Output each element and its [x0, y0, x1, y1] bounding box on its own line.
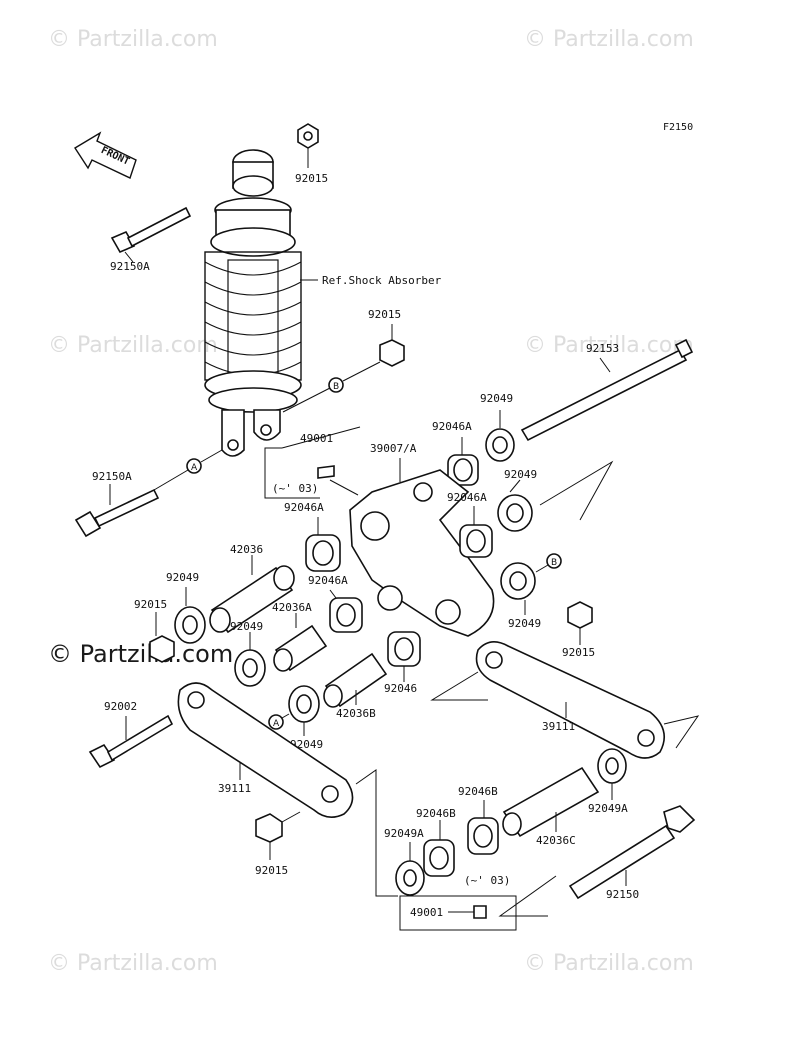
- part-label: 92049: [166, 571, 199, 584]
- part-label: 92046A: [432, 420, 472, 433]
- part-label: 92046A: [447, 491, 487, 504]
- letter-a: A: [191, 463, 198, 473]
- part-label: 92049: [230, 620, 263, 633]
- nut-92015-d: [567, 601, 593, 629]
- part-label: 92046B: [416, 807, 456, 820]
- part-label: 92049A: [384, 827, 424, 840]
- part-label: 92046A: [308, 574, 348, 587]
- nut-92015-mid: [379, 339, 405, 367]
- part-label: 92015: [368, 308, 401, 321]
- watermark: © Partzilla.com: [524, 27, 694, 52]
- part-label: 49001: [300, 432, 333, 445]
- nut-92015-top: [297, 123, 319, 149]
- collar-42036A: [273, 624, 328, 672]
- bolt-92150A-top: [110, 206, 192, 254]
- link-39007A: [349, 469, 495, 637]
- letter-b: B: [551, 558, 557, 568]
- part-label: 92150A: [92, 470, 132, 483]
- part-label: 39007/A: [370, 442, 417, 455]
- nut-92015-e: [255, 813, 283, 843]
- tie-rod-39111-left: [177, 682, 354, 818]
- part-label: 39111: [542, 720, 575, 733]
- front-arrow-icon: FRONT: [74, 131, 137, 179]
- part-label: 42036: [230, 543, 263, 556]
- watermark-center: © Partzilla.com: [48, 640, 233, 668]
- part-label: 92046: [384, 682, 417, 695]
- collar-42036C: [502, 766, 600, 838]
- letter-b: B: [333, 382, 339, 392]
- tie-rod-39111-right: [475, 641, 666, 759]
- watermark: © Partzilla.com: [48, 333, 218, 358]
- collar-42036: [209, 565, 295, 634]
- ref-shock-absorber-label: Ref.Shock Absorber: [322, 274, 442, 287]
- letter-a: A: [273, 719, 280, 729]
- note-03: (~' 03): [272, 482, 318, 495]
- part-label: 42036C: [536, 834, 576, 847]
- bearing-92046A-b: [459, 524, 493, 558]
- watermark: © Partzilla.com: [48, 951, 218, 976]
- part-label: 92049A: [588, 802, 628, 815]
- part-label: 42036A: [272, 601, 312, 614]
- part-label: 42036B: [336, 707, 376, 720]
- part-label: 92046B: [458, 785, 498, 798]
- watermark: © Partzilla.com: [48, 27, 218, 52]
- washer-92049-f: [288, 685, 320, 723]
- bolt-92150: [568, 805, 696, 900]
- bearing-92046A-c: [305, 534, 341, 572]
- washer-92049-e: [500, 562, 536, 600]
- washer-92049-c: [174, 606, 206, 644]
- part-label: 92015: [295, 172, 328, 185]
- washer-92049-a: [485, 428, 515, 462]
- part-label: 92049: [504, 468, 537, 481]
- bolt-92153: [520, 338, 694, 442]
- part-label: 39111: [218, 782, 251, 795]
- part-label: 92049: [480, 392, 513, 405]
- washer-92049A-b: [597, 748, 627, 784]
- bearing-92046: [387, 631, 421, 667]
- diagram-code: F2150: [663, 122, 693, 133]
- bearing-92046A-a: [447, 454, 479, 486]
- watermarks: © Partzilla.com © Partzilla.com © Partzi…: [48, 27, 694, 976]
- part-label: 92046A: [284, 501, 324, 514]
- part-label: 92049: [508, 617, 541, 630]
- collar-42036B: [323, 652, 388, 708]
- grease-nipple-49001-box: [264, 426, 361, 499]
- part-label: 92150: [606, 888, 639, 901]
- washer-92049-d: [234, 649, 266, 687]
- grease-nipple-49001-bottom-box: [399, 895, 517, 931]
- washer-92049-b: [497, 494, 533, 532]
- part-label: 92015: [134, 598, 167, 611]
- shock-absorber: [204, 149, 302, 457]
- washer-92049A-a: [395, 860, 425, 896]
- part-label: 92153: [586, 342, 619, 355]
- part-label: 49001: [410, 906, 443, 919]
- nut-92015-c: [149, 635, 175, 663]
- note-03: (~' 03): [464, 874, 510, 887]
- bearing-92046B-b: [423, 839, 455, 877]
- bolt-92002: [88, 714, 174, 769]
- bolt-92150A-bottom: [74, 488, 160, 538]
- watermark: © Partzilla.com: [524, 333, 694, 358]
- bearing-92046B-a: [467, 817, 499, 855]
- part-label: 92002: [104, 700, 137, 713]
- bearing-92046A-d: [329, 597, 363, 633]
- watermark: © Partzilla.com: [524, 951, 694, 976]
- part-label: 92150A: [110, 260, 150, 273]
- part-label: 92015: [562, 646, 595, 659]
- part-label: 92015: [255, 864, 288, 877]
